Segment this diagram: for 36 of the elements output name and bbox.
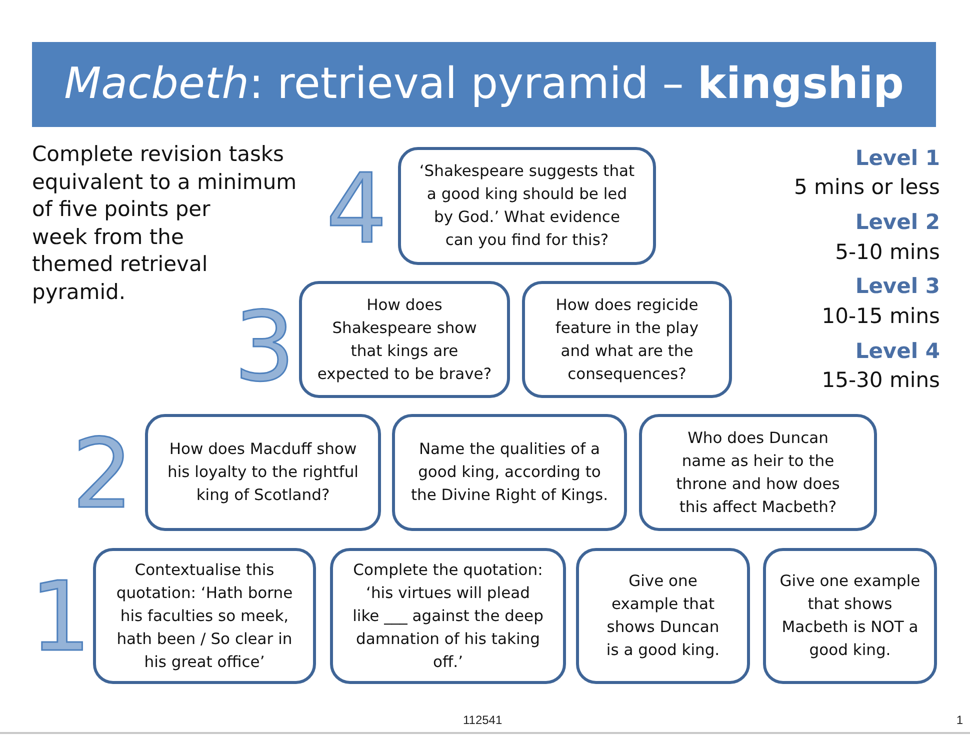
question-text: Name the qualities of a good king, according to the Divine Right of Kings. [410, 439, 610, 506]
document-number: 112541 [463, 713, 502, 727]
level-number: 2 [72, 435, 134, 513]
level-heading: Level 3 [855, 273, 940, 300]
level-heading: Level 1 [855, 145, 940, 172]
question-text: How does Macduff show his loyalty to the rightful king of Scotland? [166, 439, 360, 506]
question-card [145, 414, 381, 531]
level-number: 4 [326, 170, 388, 248]
question-card [522, 281, 732, 398]
time-estimate: 10-15 mins [822, 303, 940, 330]
title-banner: Macbeth: retrieval pyramid – kingship [32, 42, 936, 127]
time-estimate: 15-30 mins [822, 367, 940, 394]
question-text: How does regicide feature in the play and what are the consequences? [554, 294, 700, 384]
question-card [93, 548, 316, 684]
page-number: 1 [956, 713, 963, 727]
time-estimate: 5-10 mins [835, 239, 940, 266]
question-text: Contextualise this quotation: ‘Hath borne his faculties so meek, hath been / So clear in his great office’ [115, 560, 294, 672]
question-card [330, 548, 566, 684]
question-text: How does Shakespeare show that kings are expected to be brave? [316, 294, 493, 384]
level-heading: Level 2 [855, 209, 940, 236]
level-number: 1 [30, 578, 92, 656]
question-text: ‘Shakespeare suggests that a good king should be led by God.’ What evidence can you find for this? [419, 161, 635, 251]
time-estimate: 5 mins or less [794, 174, 940, 201]
instructions-text: Complete revision tasks equivalent to a minimum of five points per week from the themed retrieval pyramid. [32, 141, 298, 306]
question-card [299, 281, 510, 398]
question-text: Complete the quotation: ‘his virtues will plead like ___ against the deep damnation of his taking off.’ [352, 560, 544, 672]
question-card [639, 414, 877, 531]
question-card [392, 414, 627, 531]
question-card [576, 548, 750, 684]
level-number: 3 [234, 308, 296, 386]
level-heading: Level 4 [855, 338, 940, 365]
question-text: Who does Duncan name as heir to the throne and how does this affect Macbeth? [675, 428, 841, 518]
question-card [763, 548, 937, 684]
question-text: Give one example that shows Macbeth is NOT a good king. [778, 571, 922, 661]
question-text: Give one example that shows Duncan is a good king. [605, 571, 721, 661]
question-card [398, 147, 656, 265]
